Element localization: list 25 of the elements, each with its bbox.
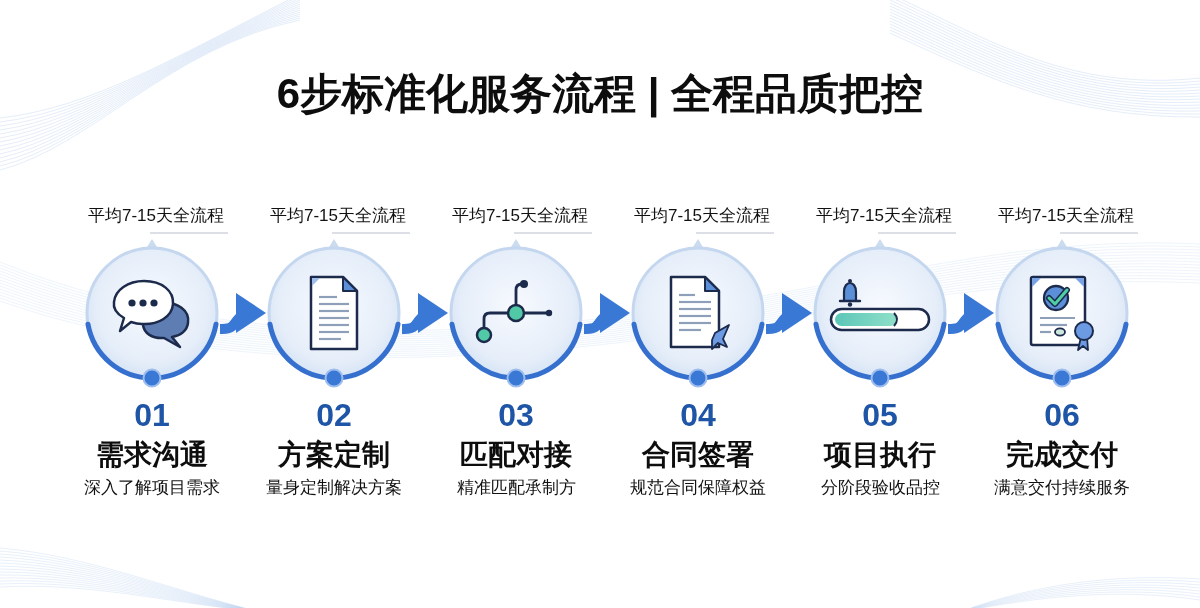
duration-label: 平均7-15天全流程 (998, 205, 1134, 227)
step-number: 02 (316, 397, 352, 433)
step-number: 06 (1044, 397, 1080, 433)
step-number: 03 (498, 397, 534, 433)
duration-label: 平均7-15天全流程 (88, 205, 224, 227)
step-description: 量身定制解决方案 (266, 477, 402, 498)
step-description: 规范合同保障权益 (630, 477, 766, 498)
duration-label: 平均7-15天全流程 (270, 205, 406, 227)
step-number: 05 (862, 397, 898, 433)
step-description: 满意交付持续服务 (994, 477, 1130, 498)
page-title: 6步标准化服务流程 | 全程品质把控 (276, 69, 924, 120)
duration-label: 平均7-15天全流程 (816, 205, 952, 227)
step-title: 需求沟通 (96, 438, 208, 472)
step-title: 完成交付 (1006, 438, 1118, 472)
step-title: 合同签署 (642, 438, 754, 472)
step-title: 匹配对接 (460, 438, 572, 472)
step-description: 分阶段验收品控 (820, 477, 940, 498)
step-description: 精准匹配承制方 (456, 477, 576, 498)
duration-label: 平均7-15天全流程 (452, 205, 588, 227)
duration-label: 平均7-15天全流程 (634, 205, 770, 227)
step-title: 项目执行 (824, 438, 936, 472)
step-title: 方案定制 (278, 438, 390, 472)
step-number: 04 (680, 397, 716, 433)
step-description: 深入了解项目需求 (84, 477, 220, 498)
step-number: 01 (134, 397, 170, 433)
